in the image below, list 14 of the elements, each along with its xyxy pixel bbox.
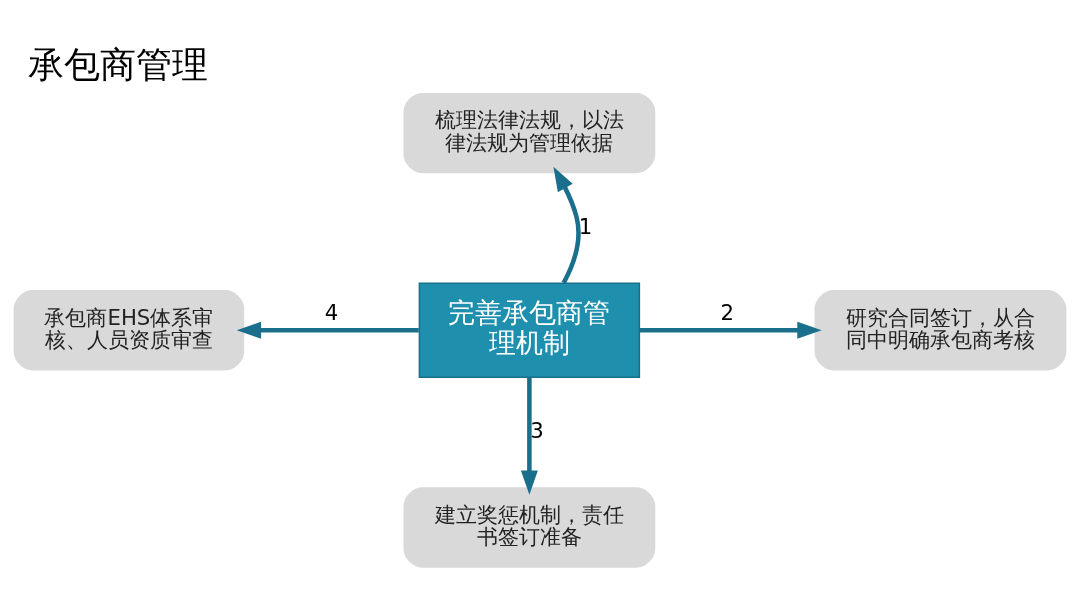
edge-label: 2 bbox=[720, 299, 735, 325]
arrow bbox=[236, 321, 419, 339]
edge-label: 3 bbox=[530, 417, 544, 443]
edge-label: 1 bbox=[578, 213, 593, 239]
node-box: 承包商EHS体系审核、人员资质审查 bbox=[13, 289, 245, 370]
arrow bbox=[639, 321, 822, 339]
arrow bbox=[553, 166, 581, 284]
node-box: 完善承包商管理机制 bbox=[418, 282, 641, 378]
node-box: 梳理法律法规，以法律法规为管理依据 bbox=[403, 92, 656, 173]
node-box: 研究合同签订，从合同中明确承包商考核 bbox=[814, 289, 1067, 370]
edge-label: 4 bbox=[324, 299, 339, 325]
arrow bbox=[520, 376, 538, 495]
diagram-title: 承包商管理 bbox=[28, 42, 209, 86]
node-box: 建立奖惩机制，责任书签订准备 bbox=[403, 486, 656, 568]
